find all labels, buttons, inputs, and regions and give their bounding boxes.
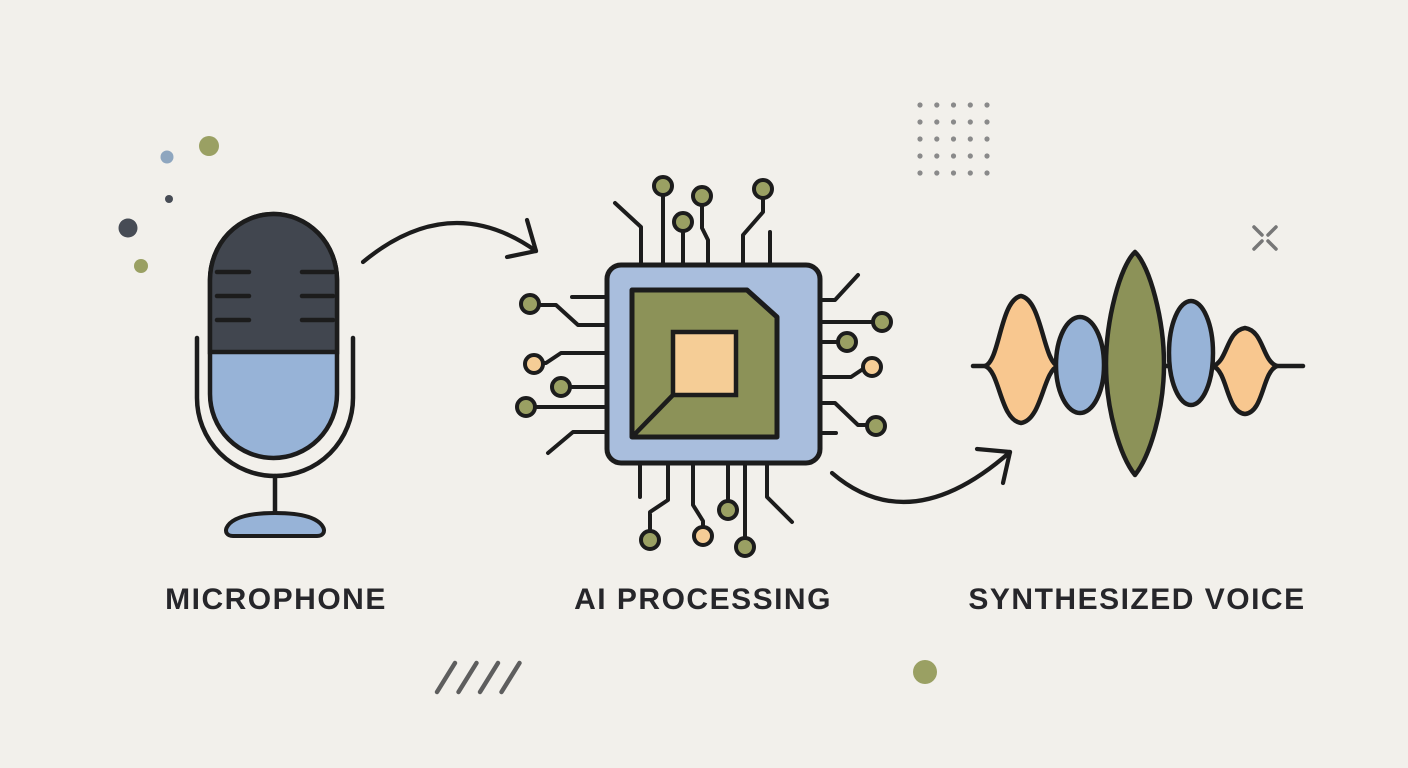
flow-arrow-2-icon [829, 446, 1013, 504]
mic-grille-lines [214, 269, 336, 323]
microphone-icon [194, 211, 356, 538]
waveform-lobe-orange-2 [1210, 325, 1280, 417]
accent-dot [165, 195, 173, 203]
hatch-marks [434, 660, 522, 695]
waveform-lobe-green [1103, 249, 1167, 478]
circuit-nodes [515, 175, 893, 558]
ai-chip-icon [515, 175, 893, 558]
waveform-lobe-blue-1 [1053, 314, 1107, 416]
mic-capsule-top [207, 211, 340, 355]
accent-dot [199, 136, 219, 156]
accent-dot [118, 218, 138, 238]
accent-dot [913, 660, 937, 684]
stage-label-synthesized-voice: SYNTHESIZED VOICE [968, 583, 1306, 616]
mic-base [224, 510, 326, 538]
flow-arrow-1-icon [360, 217, 539, 265]
waveform-lobe-orange-1 [982, 293, 1061, 426]
stage-label-microphone: MICROPHONE [165, 583, 387, 616]
chip-core [670, 329, 739, 398]
waveform-lobe-blue-2 [1166, 298, 1216, 408]
stage-label-ai-processing: AI PROCESSING [574, 583, 832, 616]
chip-die-facet-line [630, 393, 675, 439]
accent-dot [134, 259, 148, 273]
circuit-traces [534, 194, 874, 539]
dot-grid [917, 102, 990, 176]
sparkle-x-icon [1252, 225, 1278, 251]
voice-waveform-icon [970, 249, 1306, 478]
scatter-dots [118, 136, 219, 273]
accent-dot [160, 150, 174, 164]
